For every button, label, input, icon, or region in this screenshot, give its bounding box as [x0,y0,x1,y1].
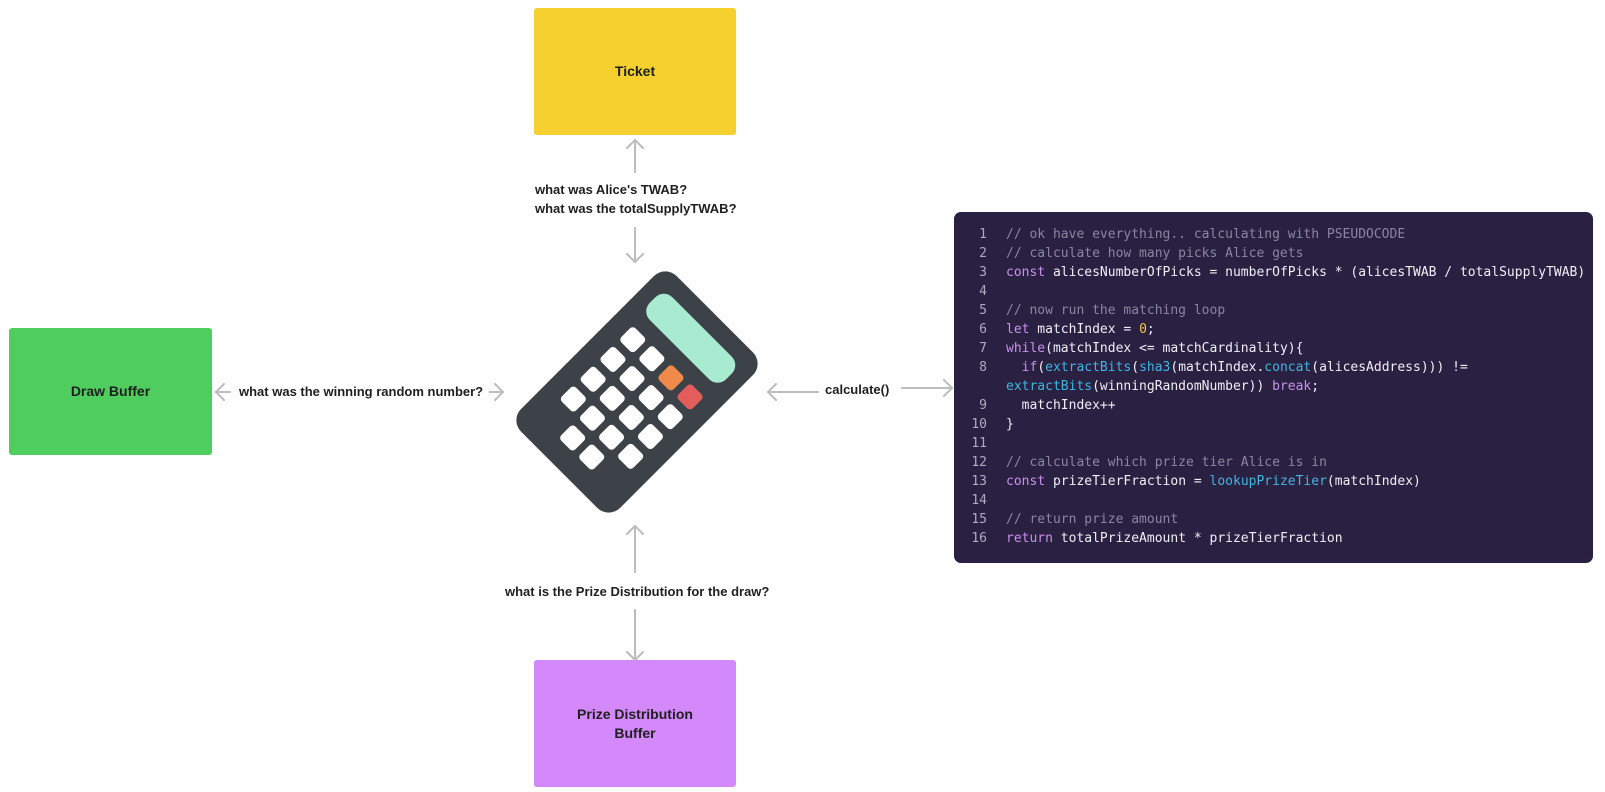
arrow-right-to-calculator-left [489,383,504,401]
code-line: 5 // now run the matching loop [954,301,1593,320]
line-number: 1 [979,227,987,242]
pseudocode-panel: 1 // ok have everything.. calculating wit… [954,212,1593,563]
code-line: 8 if(extractBits(sha3(matchIndex.concat(… [954,358,1593,377]
code-line: 4 [954,282,1593,301]
code-line: 14 [954,491,1593,510]
line-number: 12 [971,455,987,470]
code-text: while(matchIndex <= matchCardinality){ [1006,341,1304,356]
code-line: 12 // calculate which prize tier Alice is… [954,453,1593,472]
line-number [954,377,987,396]
line-number: 16 [971,531,987,546]
ticket-label: Ticket [614,63,656,79]
code-line: 15 // return prize amount [954,510,1593,529]
twab-question-label: what was Alice's TWAB? what was the tota… [535,180,737,218]
code-line: 16 return totalPrizeAmount * prizeTierFra… [954,529,1593,548]
arrow-right-to-code-panel [901,379,953,397]
arrow-left-to-draw-buffer [215,383,231,401]
prize-distribution-buffer-node: Prize Distribution Buffer [534,660,736,787]
code-text: matchIndex++ [1006,398,1116,413]
code-line: 13 const prizeTierFraction = lookupPrizeT… [954,472,1593,491]
line-number: 14 [971,493,987,508]
arrow-left-to-calculator-right [767,383,819,401]
code-line: 1 // ok have everything.. calculating wit… [954,225,1593,244]
line-number: 4 [979,284,987,299]
code-line: 3 const alicesNumberOfPicks = numberOfPic… [954,263,1593,282]
line-number: 8 [979,360,987,375]
twab-question-line-2: what was the totalSupplyTWAB? [535,201,737,216]
ticket-node: Ticket [534,8,736,135]
prize-buffer-label: Prize Distribution Buffer [577,705,693,741]
code-text: let matchIndex = 0; [1006,322,1155,337]
draw-buffer-node: Draw Buffer [9,328,212,455]
line-number: 9 [979,398,987,413]
code-line: extractBits(winningRandomNumber)) break; [954,377,1593,396]
code-line: 10} [954,415,1593,434]
line-number: 15 [971,512,987,527]
code-text: const prizeTierFraction = lookupPrizeTie… [1006,474,1421,489]
code-text: // return prize amount [1006,512,1179,527]
line-number: 2 [979,246,987,261]
code-text: const alicesNumberOfPicks = numberOfPick… [1006,265,1586,280]
line-number: 11 [971,436,987,451]
calculate-label: calculate() [825,382,890,397]
line-number: 6 [979,322,987,337]
line-number: 7 [979,341,987,356]
code-line: 9 matchIndex++ [954,396,1593,415]
code-line: 7 while(matchIndex <= matchCardinality){ [954,339,1593,358]
arrow-up-to-calculator-bottom [626,525,644,573]
code-text: // calculate which prize tier Alice is i… [1006,455,1327,470]
calculator-icon [516,271,758,513]
arrow-down-to-calculator-top [626,227,644,263]
arrow-down-to-prize-buffer [626,609,644,661]
line-number: 3 [979,265,987,280]
line-number: 5 [979,303,987,318]
line-number: 13 [971,474,987,489]
draw-buffer-label: Draw Buffer [70,383,151,399]
twab-question-line-1: what was Alice's TWAB? [535,182,688,197]
code-text: extractBits(winningRandomNumber)) break; [1006,379,1320,394]
arrow-up-to-ticket [626,139,644,173]
code-line: 6 let matchIndex = 0; [954,320,1593,339]
line-number: 10 [971,417,987,432]
code-line: 2 // calculate how many picks Alice gets [954,244,1593,263]
code-text: if(extractBits(sha3(matchIndex.concat(al… [1021,360,1468,375]
code-text: // calculate how many picks Alice gets [1006,246,1304,261]
code-line: 11 [954,434,1593,453]
code-text: // now run the matching loop [1006,303,1226,318]
code-text: } [1006,417,1014,432]
code-text: return totalPrizeAmount * prizeTierFract… [1006,531,1343,546]
random-number-question-label: what was the winning random number? [239,384,484,399]
prize-distribution-question-label: what is the Prize Distribution for the d… [505,584,770,599]
code-text: // ok have everything.. calculating with… [1006,227,1406,242]
